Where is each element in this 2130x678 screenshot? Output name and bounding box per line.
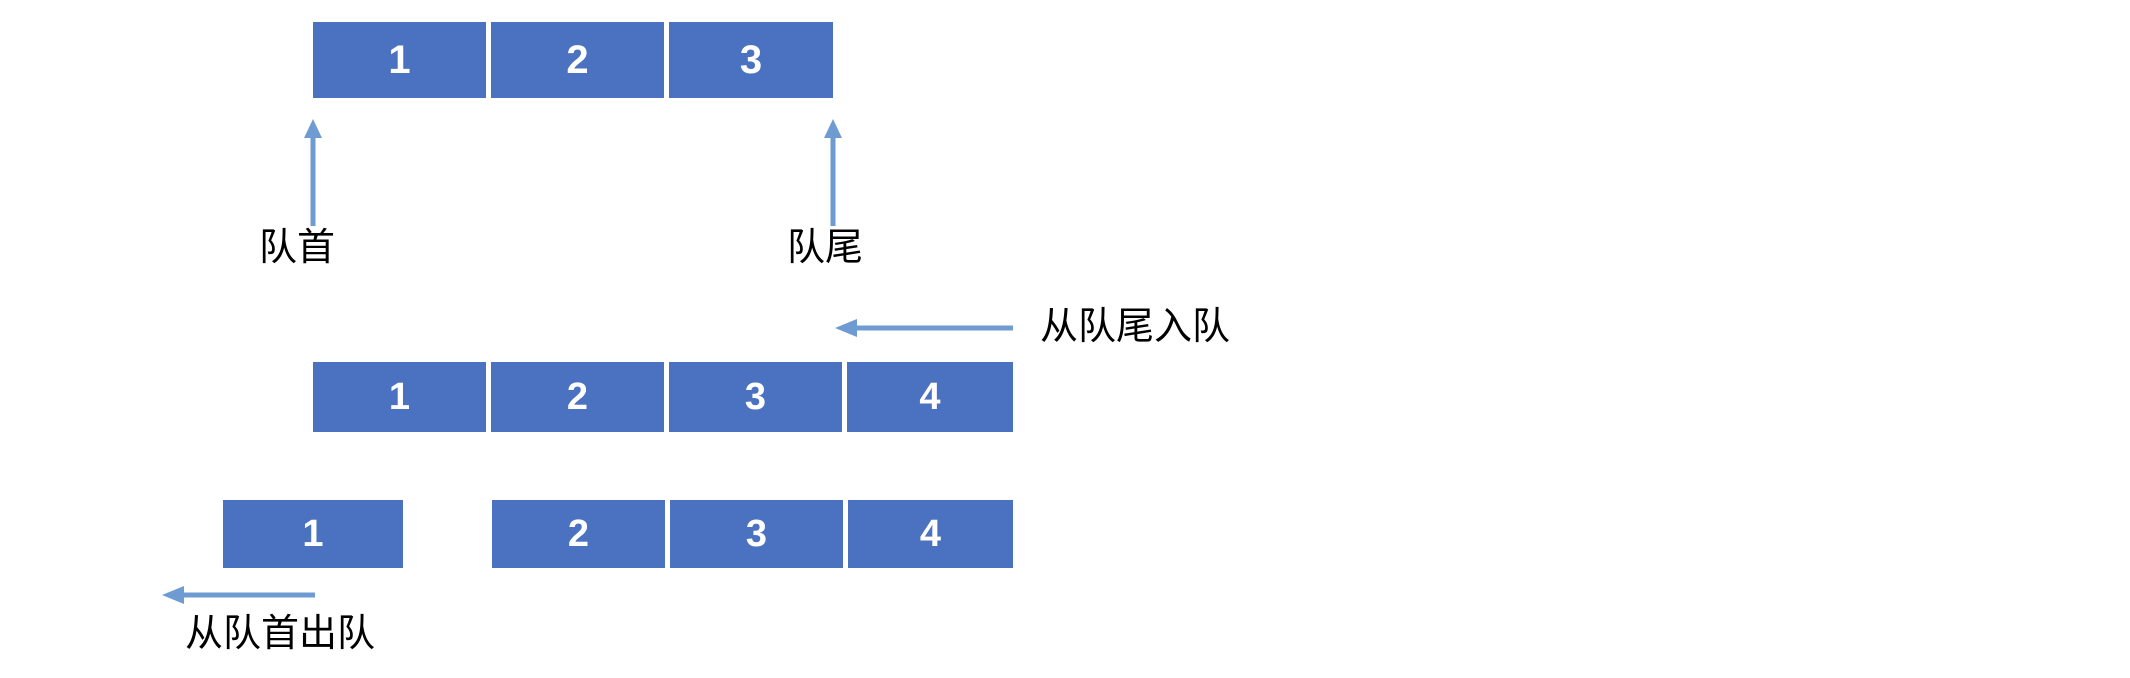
queue-cell-label: 2 bbox=[567, 513, 590, 555]
queue-cell[interactable]: 3 bbox=[669, 362, 842, 432]
dequeue-operation-label: 从队首出队 bbox=[185, 611, 376, 655]
queue-cell[interactable]: 4 bbox=[847, 362, 1013, 432]
dequeued-cell-label: 1 bbox=[302, 513, 324, 555]
dequeue-arrow-icon bbox=[160, 582, 315, 608]
queue-cell-label: 2 bbox=[566, 376, 589, 418]
queue-cell-label: 1 bbox=[388, 376, 411, 418]
queue-cell[interactable]: 3 bbox=[670, 500, 843, 568]
queue-cell-label: 2 bbox=[566, 38, 589, 82]
rear-pointer-arrow-icon bbox=[820, 118, 846, 226]
queue-cell[interactable]: 1 bbox=[313, 22, 486, 98]
dequeued-cell[interactable]: 1 bbox=[223, 500, 403, 568]
front-pointer-label: 队首 bbox=[259, 225, 336, 269]
queue-cell[interactable]: 4 bbox=[848, 500, 1013, 568]
queue-cell-label: 3 bbox=[745, 513, 768, 555]
queue-cell-label: 3 bbox=[739, 38, 763, 82]
queue-cell[interactable]: 3 bbox=[669, 22, 833, 98]
enqueue-arrow-icon bbox=[833, 315, 1013, 341]
queue-cell[interactable]: 2 bbox=[491, 22, 664, 98]
queue-cell[interactable]: 1 bbox=[313, 362, 486, 432]
queue-cell[interactable]: 2 bbox=[492, 500, 665, 568]
queue-cell[interactable]: 2 bbox=[491, 362, 664, 432]
queue-cell-label: 4 bbox=[919, 513, 942, 555]
queue-cell-label: 1 bbox=[388, 38, 411, 82]
enqueue-operation-label: 从队尾入队 bbox=[1040, 304, 1231, 348]
front-pointer-arrow-icon bbox=[300, 118, 326, 226]
queue-cell-label: 4 bbox=[919, 376, 941, 418]
queue-cell-label: 3 bbox=[744, 376, 767, 418]
rear-pointer-label: 队尾 bbox=[787, 225, 864, 269]
